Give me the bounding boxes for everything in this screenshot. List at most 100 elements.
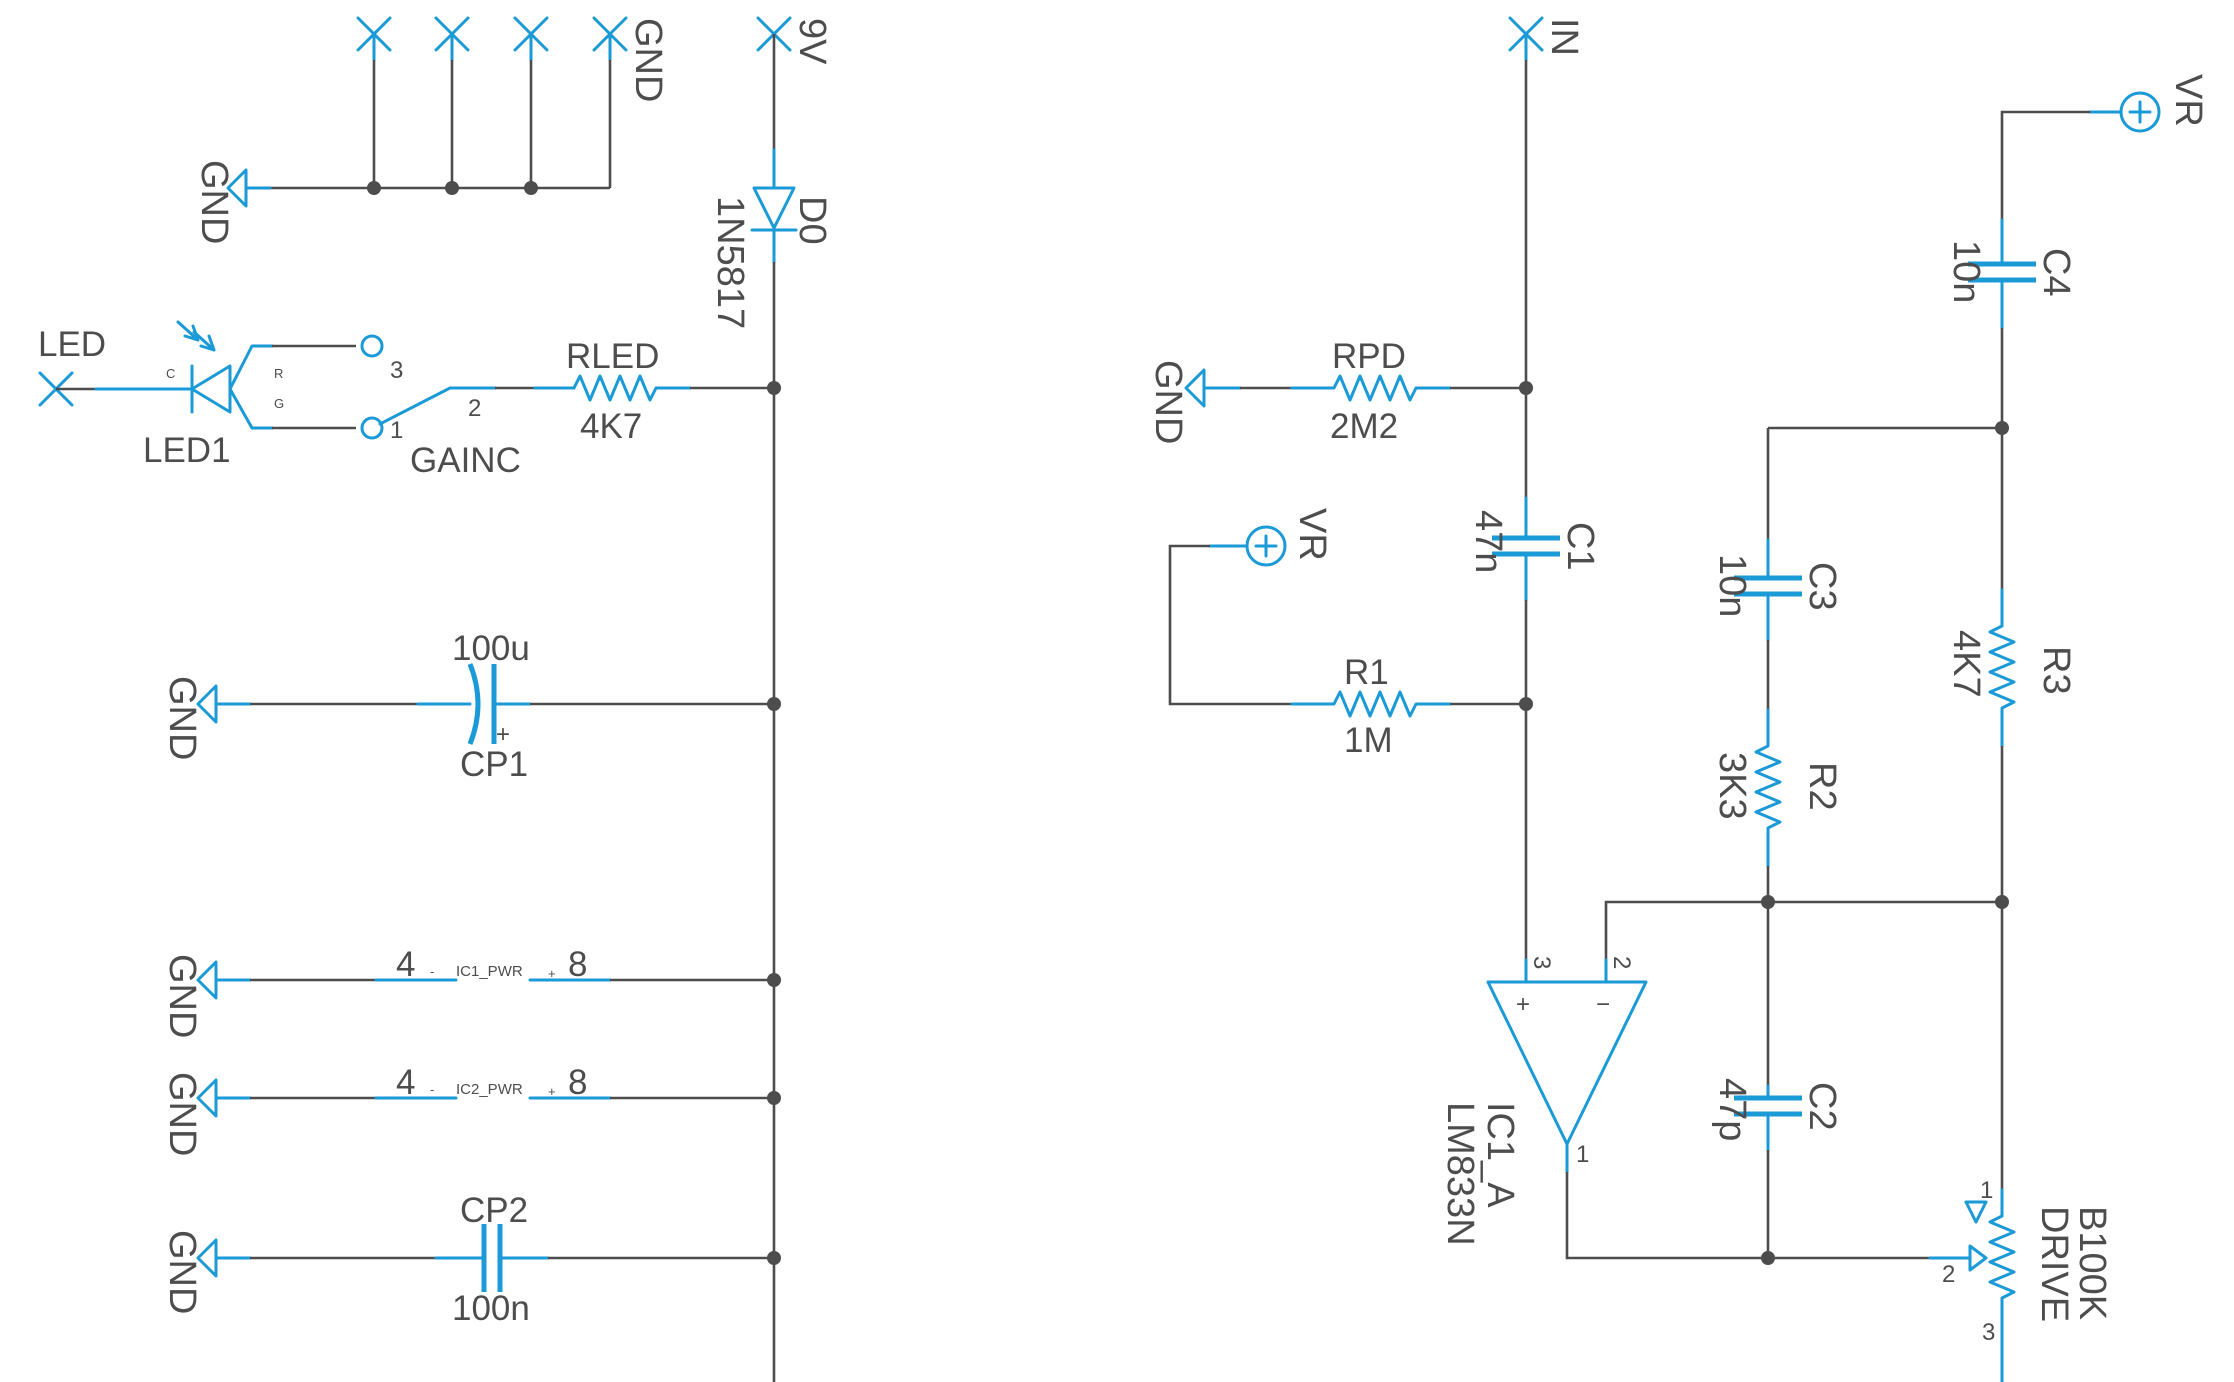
led1-pin-c: C (166, 366, 175, 381)
gnd-label-ic1pwr: GND (161, 954, 203, 1038)
junction-dot (767, 697, 781, 711)
no-connect-wires-top (244, 32, 612, 190)
c2-ref: C2 (1801, 1082, 1843, 1131)
pot-drive (1988, 1214, 2016, 1382)
ic1a-ref: IC1_A (1479, 1102, 1521, 1208)
d0-ref: D0 (791, 196, 833, 245)
led1-pin-g: G (274, 396, 284, 411)
c4-value: 10n (1945, 240, 1987, 303)
r1-ref: R1 (1344, 653, 1389, 692)
ic2pwr-name: IC2_PWR (456, 1081, 523, 1098)
cp1-value: 100u (452, 629, 530, 668)
wire (1565, 1172, 1930, 1260)
r2-ref: R2 (1801, 762, 1843, 811)
net-label-9v: 9V (791, 18, 833, 65)
c4-ref: C4 (2035, 248, 2077, 297)
vr-label-1: VR (1291, 508, 1333, 561)
ic1a-pin2: 2 (1608, 956, 1635, 969)
c3-ref: C3 (1801, 562, 1843, 611)
rpd-ref: RPD (1332, 337, 1406, 376)
ic2pwr-pin8: 8 (568, 1063, 587, 1102)
junction-dot (767, 1251, 781, 1265)
c1-ref: C1 (1559, 522, 1601, 571)
wire (2000, 110, 2090, 220)
gnd-label-cp1: GND (161, 676, 203, 760)
r3-value: 4K7 (1945, 630, 1987, 698)
junction-dot (1761, 895, 1775, 909)
ic1a-plus: + (1516, 991, 1530, 1018)
resistor-rled (572, 374, 692, 402)
gainc-switch (360, 334, 497, 440)
gainc-ref: GAINC (410, 441, 521, 480)
vr-symbol-1 (1245, 525, 1287, 567)
gainc-pin2: 2 (468, 395, 481, 422)
rpd-value: 2M2 (1330, 407, 1398, 446)
drive-pin3: 3 (1982, 1319, 1995, 1346)
capacitor-cp2 (481, 1224, 503, 1292)
r1-value: 1M (1344, 721, 1393, 760)
ic1pwr-plus: + (548, 966, 556, 981)
ic1pwr-minus: - (430, 964, 434, 979)
junction-dot (767, 381, 781, 395)
cp2-value: 100n (452, 1289, 530, 1328)
wire (1604, 900, 2002, 960)
wire (1168, 544, 1292, 706)
junction-dot (524, 181, 538, 195)
gnd-symbol-1 (226, 168, 248, 208)
cp1-ref: CP1 (460, 745, 528, 784)
net-label-led: LED (38, 325, 106, 364)
junction-dot (445, 181, 459, 195)
d0-value: 1N5817 (709, 196, 751, 329)
net-label-gnd-top: GND (627, 18, 669, 102)
ic1a-pin3: 3 (1528, 956, 1555, 969)
drive-value: B100K (2071, 1206, 2113, 1320)
net-label-in: IN (1543, 18, 1585, 56)
drive-pin2: 2 (1942, 1261, 1955, 1288)
no-connect-markers-top (356, 16, 792, 52)
resistor-r1 (1290, 690, 1452, 718)
resistor-r2 (1754, 708, 1782, 868)
ic2pwr-pin4: 4 (396, 1063, 415, 1102)
c1-value: 47n (1467, 510, 1509, 573)
resistor-r3 (1988, 588, 2016, 748)
junction-dot (767, 973, 781, 987)
diode-d0 (750, 186, 798, 264)
led1-symbol (176, 320, 274, 430)
opamp-ic1a (1486, 958, 1648, 1146)
cp1-polarity: + (496, 721, 510, 748)
rled-value: 4K7 (580, 407, 642, 446)
rled-ref: RLED (566, 337, 659, 376)
ic1a-pin1: 1 (1576, 1141, 1589, 1168)
cp2-ref: CP2 (460, 1191, 528, 1230)
gnd-label-ic2pwr: GND (161, 1072, 203, 1156)
pot-wiper-arrow (1968, 1244, 1988, 1272)
r3-ref: R3 (2035, 646, 2077, 695)
drive-ref: DRIVE (2033, 1206, 2075, 1322)
junction-dot (1995, 895, 2009, 909)
led1-pin-r: R (274, 366, 283, 381)
ic1pwr-name: IC1_PWR (456, 963, 523, 980)
r2-value: 3K3 (1711, 752, 1753, 820)
gainc-pin3: 3 (390, 357, 403, 384)
ic1pwr-pin8: 8 (568, 945, 587, 984)
gnd-label-rpd: GND (1147, 360, 1189, 444)
resistor-rpd (1290, 374, 1452, 402)
ic1pwr-pin4: 4 (396, 945, 415, 984)
gnd-label-cp2: GND (161, 1230, 203, 1314)
gainc-pin1: 1 (390, 417, 403, 444)
drive-pin1: 1 (1980, 1177, 1993, 1204)
capacitor-cp1 (467, 663, 497, 745)
ic2pwr-minus: - (430, 1082, 434, 1097)
ic1a-minus: − (1596, 991, 1610, 1018)
ic2pwr-plus: + (548, 1084, 556, 1099)
c2-value: 47p (1711, 1078, 1753, 1141)
vr-label-2: VR (2167, 74, 2209, 127)
pot-ground-arrow (1964, 1200, 1988, 1224)
vr-symbol-2 (2119, 91, 2161, 133)
ic1a-value: LM833N (1439, 1102, 1481, 1246)
gnd-label-1: GND (193, 160, 235, 244)
junction-dot (367, 181, 381, 195)
junction-dot (767, 1091, 781, 1105)
junction-dot (1995, 421, 2009, 435)
